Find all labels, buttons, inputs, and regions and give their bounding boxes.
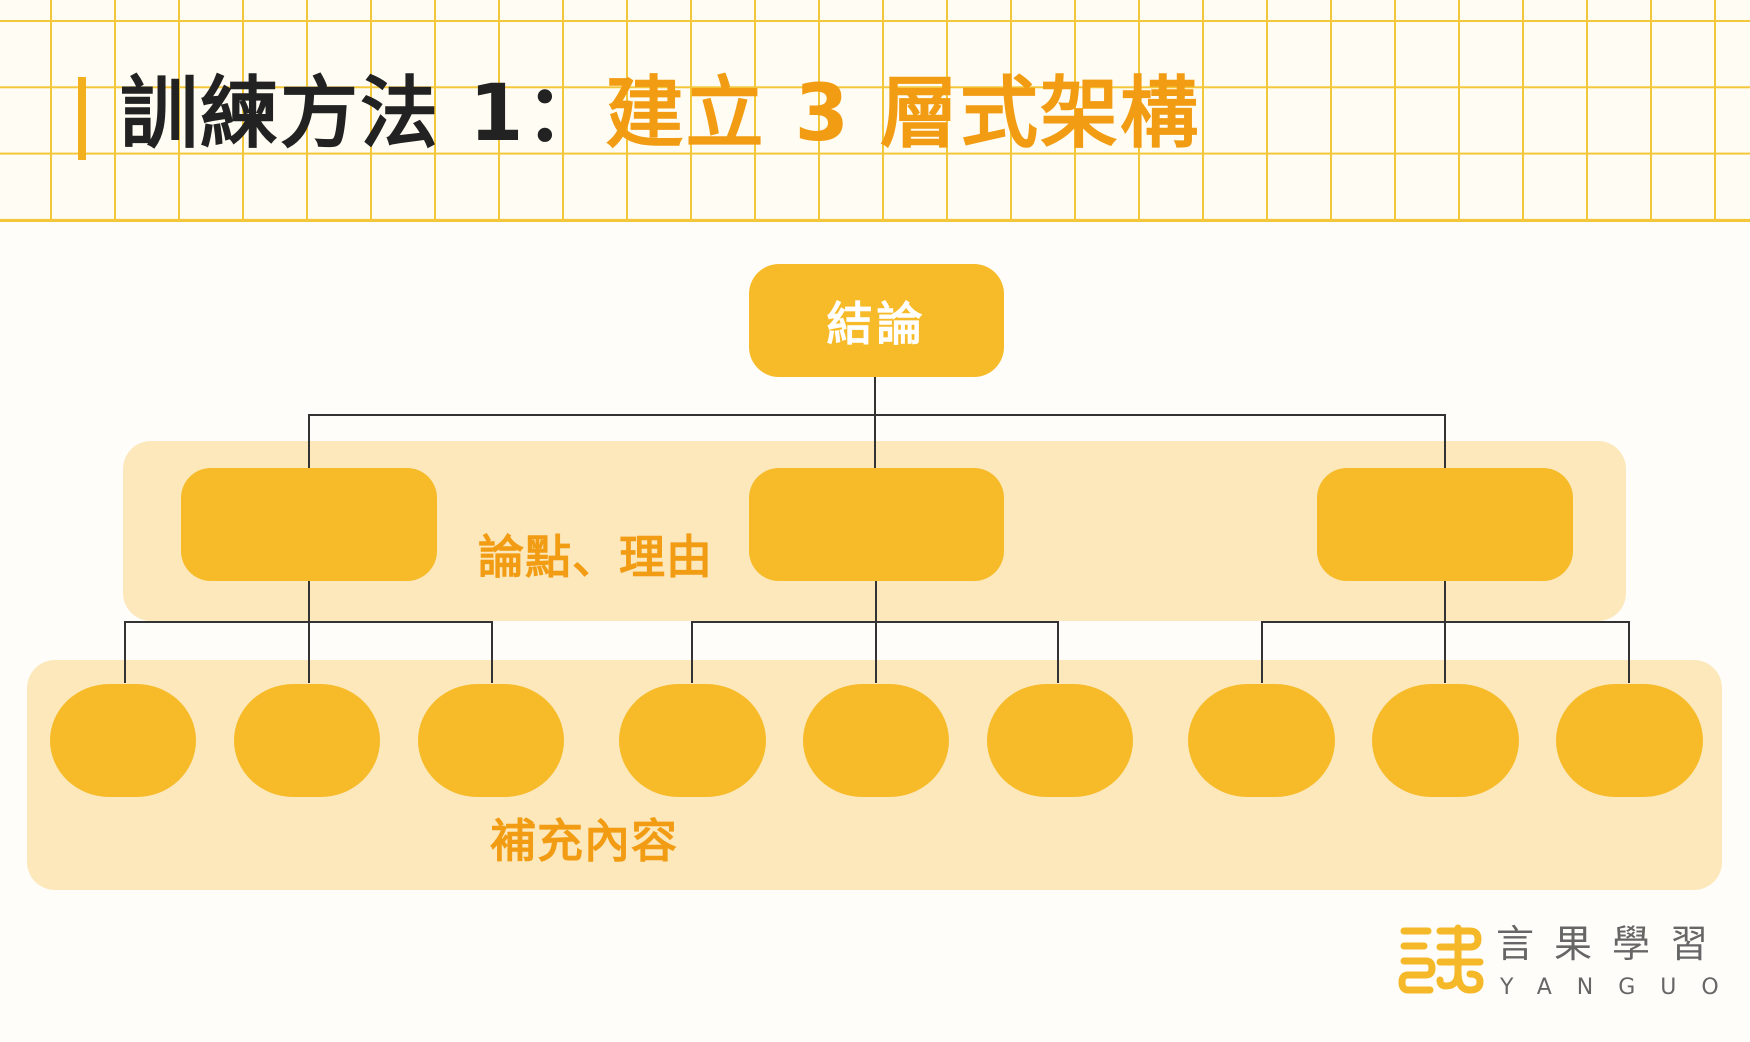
title-prefix: 訓練方法 1： bbox=[120, 69, 606, 159]
grid-paper-header-background bbox=[0, 0, 1750, 222]
title-highlight: 建立 3 層式架構 bbox=[605, 69, 1201, 159]
grid-bottom-border bbox=[0, 219, 1750, 222]
argument-node bbox=[181, 468, 437, 581]
middle-layer-label: 論點、理由 bbox=[478, 530, 713, 584]
connector-line bbox=[1628, 621, 1630, 683]
page-title: 訓練方法 1：建立 3 層式架構 bbox=[120, 66, 1200, 162]
connector-line bbox=[308, 414, 1446, 416]
bottom-layer-label: 補充內容 bbox=[490, 814, 678, 868]
connector-line bbox=[124, 621, 493, 623]
brand-name-chinese: 言果學習 bbox=[1496, 922, 1729, 966]
supporting-detail-node bbox=[803, 684, 949, 797]
supporting-detail-node bbox=[50, 684, 196, 797]
conclusion-node: 結論 bbox=[749, 264, 1004, 377]
argument-node bbox=[749, 468, 1004, 581]
connector-line bbox=[1057, 621, 1059, 683]
supporting-detail-node bbox=[1188, 684, 1335, 797]
connector-line bbox=[691, 621, 1059, 623]
title-accent-bar bbox=[78, 77, 86, 160]
supporting-detail-node bbox=[1556, 684, 1703, 797]
connector-line bbox=[1444, 414, 1446, 468]
connector-line bbox=[875, 581, 877, 683]
connector-line bbox=[1444, 581, 1446, 683]
yanguo-logo-icon bbox=[1398, 924, 1484, 994]
supporting-detail-node bbox=[234, 684, 380, 797]
connector-line bbox=[1261, 621, 1263, 683]
connector-line bbox=[1261, 621, 1630, 623]
connector-line bbox=[308, 581, 310, 683]
connector-line bbox=[491, 621, 493, 683]
connector-line bbox=[308, 414, 310, 468]
argument-node bbox=[1317, 468, 1573, 581]
supporting-detail-node bbox=[1372, 684, 1519, 797]
brand-name-english: YANGUO bbox=[1500, 975, 1744, 1000]
conclusion-label: 結論 bbox=[826, 296, 927, 351]
connector-line bbox=[691, 621, 693, 683]
supporting-detail-node bbox=[418, 684, 564, 797]
connector-line bbox=[874, 377, 876, 468]
supporting-detail-node bbox=[987, 684, 1133, 797]
connector-line bbox=[124, 621, 126, 683]
supporting-detail-node bbox=[619, 684, 766, 797]
